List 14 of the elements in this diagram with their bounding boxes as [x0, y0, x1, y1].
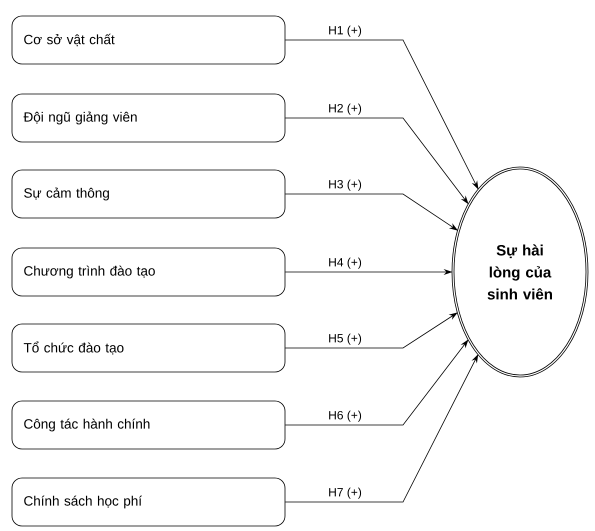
factor-box: Cơ sở vật chất — [12, 16, 286, 64]
edge-label: H7 (+) — [326, 486, 364, 501]
factor-box: Sự cảm thông — [12, 170, 286, 218]
edge-label: H1 (+) — [326, 24, 364, 39]
edge-label: H5 (+) — [326, 332, 364, 347]
edge-label: H6 (+) — [326, 408, 364, 424]
factor-box: Chương trình đào tạo — [12, 248, 286, 296]
edge-label: H3 (+) — [326, 178, 364, 193]
factor-box: Chính sách học phí — [12, 478, 286, 526]
edge-label: H2 (+) — [326, 102, 364, 117]
factor-box: Công tác hành chính — [12, 400, 286, 450]
factor-box: Đội ngũ giảng viên — [12, 94, 286, 142]
edge-label: H4 (+) — [326, 256, 364, 271]
factor-box: Tổ chức đào tạo — [12, 324, 286, 372]
